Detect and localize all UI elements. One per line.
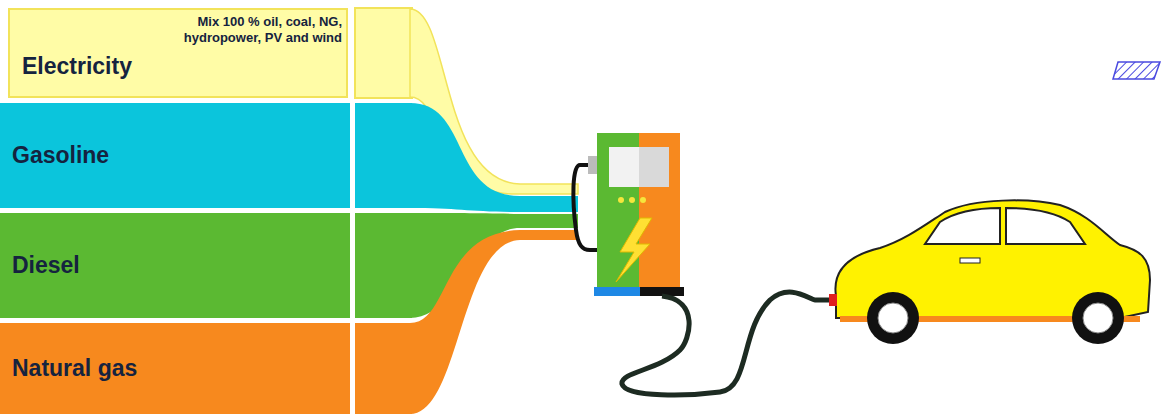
diesel-column <box>355 213 412 318</box>
car-wheel <box>867 292 919 344</box>
pump-screen <box>609 147 639 187</box>
car-wheel <box>1072 292 1124 344</box>
pump-body-right <box>639 133 680 288</box>
charging-hose <box>622 292 830 395</box>
electricity-column <box>355 8 412 98</box>
band-label: Diesel <box>12 252 80 279</box>
hatch-symbol <box>1113 62 1160 79</box>
pump-screen <box>639 147 669 187</box>
pump-body-left <box>597 133 639 288</box>
band-label: Electricity <box>22 53 132 80</box>
lightning-symbol <box>616 218 652 282</box>
band-note: Mix 100 % oil, coal, NG, hydropower, PV … <box>152 14 342 46</box>
gas-column <box>355 323 412 414</box>
gasoline-column <box>355 103 412 208</box>
pump-nozzle <box>573 165 597 250</box>
gasoline-flow <box>410 103 578 212</box>
natural-gas-band: Natural gas <box>0 323 350 414</box>
band-label: Natural gas <box>12 355 137 382</box>
diesel-band: Diesel <box>0 213 350 318</box>
electricity-band: Electricity Mix 100 % oil, coal, NG, hydr… <box>8 8 348 98</box>
gas-flow <box>410 230 578 414</box>
gasoline-band: Gasoline <box>0 103 350 208</box>
band-label: Gasoline <box>12 142 109 169</box>
tail-light <box>829 294 837 306</box>
diesel-flow <box>410 213 578 318</box>
